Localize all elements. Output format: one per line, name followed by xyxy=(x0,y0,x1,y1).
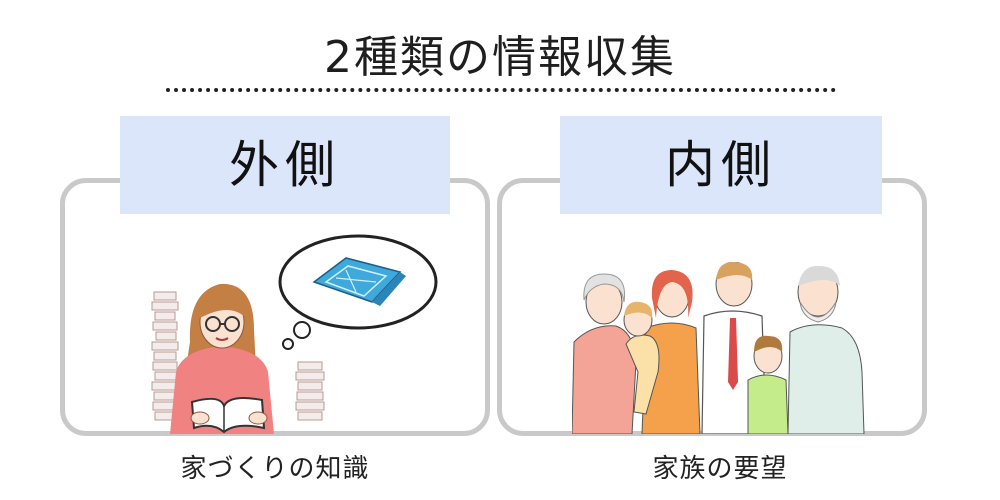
panel-inside-caption: 家族の要望 xyxy=(652,454,788,484)
book-stack-left xyxy=(151,291,180,421)
thought-bubble-medium xyxy=(293,321,311,339)
family-illustration xyxy=(572,262,865,434)
woman-reading-illustration xyxy=(151,234,438,434)
page-title: 2種類の情報収集 xyxy=(324,32,676,83)
thought-bubble-small xyxy=(282,338,294,350)
title-dotted-rule xyxy=(166,88,836,92)
panel-inside-label: 内側 xyxy=(560,116,882,214)
boy-figure xyxy=(747,335,789,434)
toddler-figure xyxy=(623,301,660,415)
panel-outside-label: 外側 xyxy=(120,116,450,214)
panel-outside-caption: 家づくりの知識 xyxy=(180,454,370,484)
open-book xyxy=(190,397,266,434)
glasses-icon xyxy=(205,316,240,332)
book-stack-right xyxy=(295,361,325,421)
grandfather-figure xyxy=(787,265,865,434)
grandmother-figure xyxy=(572,273,637,434)
house-plan-icon xyxy=(312,257,406,306)
